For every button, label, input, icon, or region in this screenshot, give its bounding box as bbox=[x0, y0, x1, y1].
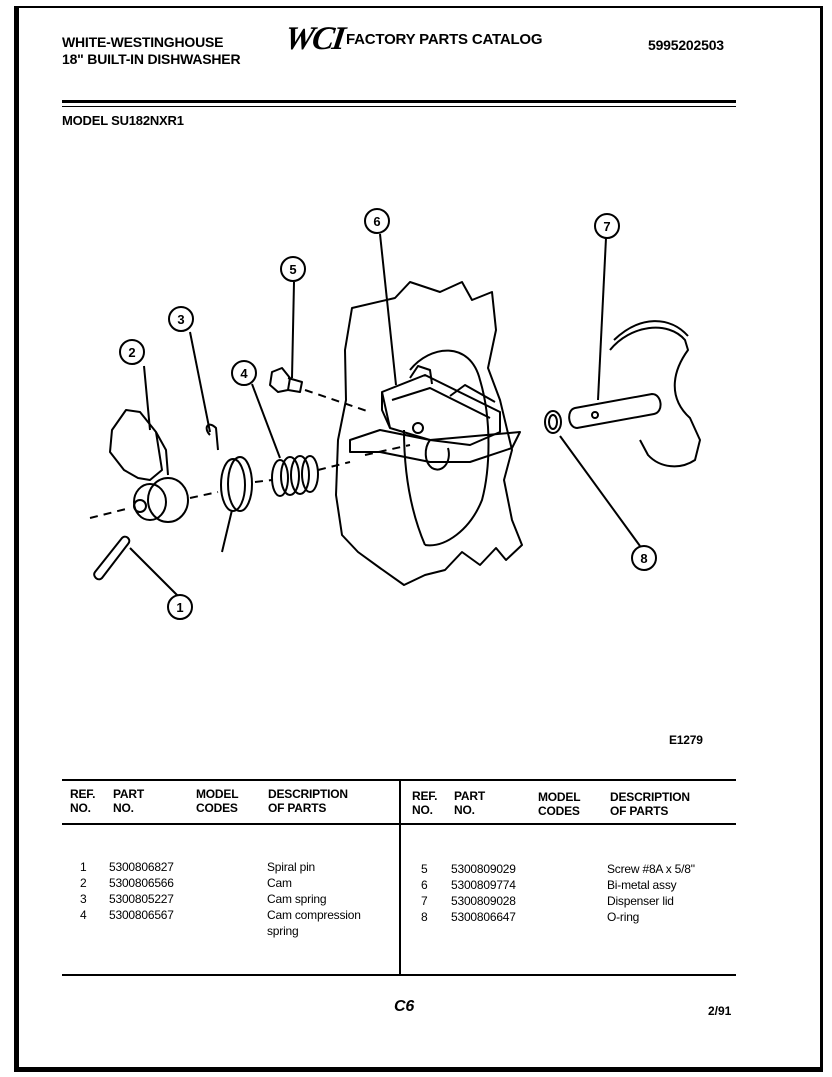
callout-6: 6 bbox=[373, 214, 380, 229]
cam-spring bbox=[205, 423, 253, 553]
header-rule bbox=[62, 100, 736, 103]
exploded-parts-diagram: 1 2 3 4 5 6 7 8 bbox=[89, 208, 701, 620]
row-part: 5300809028 bbox=[451, 894, 516, 908]
row-part: 5300809774 bbox=[451, 878, 516, 892]
housing-plate bbox=[335, 281, 523, 586]
row-ref: 2 bbox=[80, 876, 87, 890]
product-name: 18" BUILT-IN DISHWASHER bbox=[62, 51, 241, 67]
row-ref: 5 bbox=[421, 862, 428, 876]
catalog-number: 5995202503 bbox=[648, 37, 724, 53]
dispenser-lid bbox=[609, 326, 701, 468]
housing-inner-rim bbox=[409, 349, 490, 547]
row-desc-continued: spring bbox=[267, 924, 299, 938]
page-border bbox=[14, 6, 823, 1072]
spiral-pin bbox=[93, 535, 131, 581]
header-rule-thin bbox=[62, 106, 736, 107]
row-desc: Cam compression bbox=[267, 908, 361, 922]
callout-5: 5 bbox=[289, 262, 296, 277]
brand-name: WHITE-WESTINGHOUSE bbox=[62, 34, 224, 50]
row-ref: 8 bbox=[421, 910, 428, 924]
row-ref: 1 bbox=[80, 860, 87, 874]
callout-8: 8 bbox=[640, 551, 647, 566]
lid-pin bbox=[568, 393, 662, 429]
row-desc: Spiral pin bbox=[267, 860, 316, 874]
row-part: 5300809029 bbox=[451, 862, 516, 876]
row-desc: O-ring bbox=[607, 910, 640, 924]
row-part: 5300806827 bbox=[109, 860, 174, 874]
callout-7: 7 bbox=[603, 219, 610, 234]
row-part: 5300805227 bbox=[109, 892, 174, 906]
header-ref: REF.NO. bbox=[70, 787, 96, 815]
screw bbox=[269, 367, 291, 393]
row-part: 5300806566 bbox=[109, 876, 174, 890]
catalog-title: FACTORY PARTS CATALOG bbox=[346, 31, 543, 48]
row-desc: Cam spring bbox=[267, 892, 327, 906]
row-desc: Dispenser lid bbox=[607, 894, 674, 908]
o-ring bbox=[544, 410, 562, 434]
callout-1: 1 bbox=[176, 600, 183, 615]
row-ref: 4 bbox=[80, 908, 87, 922]
row-desc: Cam bbox=[267, 876, 292, 890]
row-ref: 6 bbox=[421, 878, 428, 892]
callout-3: 3 bbox=[177, 312, 184, 327]
figure-code: E1279 bbox=[669, 733, 703, 747]
callout-4: 4 bbox=[240, 366, 248, 381]
row-desc: Screw #8A x 5/8" bbox=[607, 862, 695, 876]
model-number: MODEL SU182NXR1 bbox=[62, 113, 184, 128]
table-divider bbox=[399, 779, 401, 976]
row-part: 5300806567 bbox=[109, 908, 174, 922]
row-ref: 7 bbox=[421, 894, 428, 908]
section-code: C6 bbox=[394, 998, 415, 1015]
header-ref-right: REF.NO. bbox=[412, 789, 438, 817]
row-ref: 3 bbox=[80, 892, 87, 906]
revision-date: 2/91 bbox=[708, 1004, 732, 1018]
row-part: 5300806647 bbox=[451, 910, 516, 924]
callout-2: 2 bbox=[128, 345, 135, 360]
row-desc: Bi-metal assy bbox=[607, 878, 677, 892]
cam bbox=[109, 409, 163, 481]
bimetal-assy bbox=[381, 374, 501, 446]
compression-spring bbox=[271, 455, 319, 497]
